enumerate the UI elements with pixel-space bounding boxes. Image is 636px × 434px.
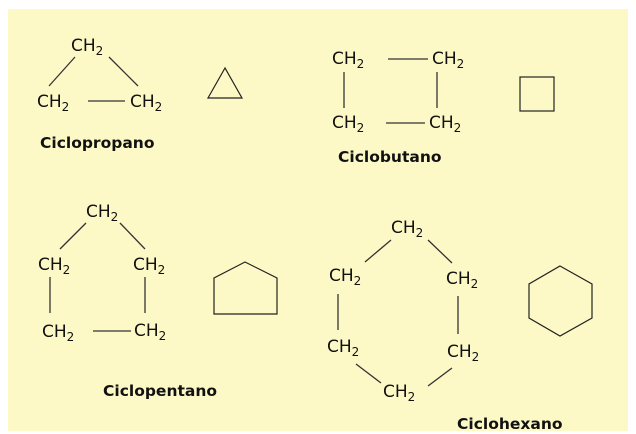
group-propano-right: CH2 <box>130 92 162 114</box>
group-butano-bottom-right: CH2 <box>429 113 461 135</box>
group-hexano-lower-right: CH2 <box>447 342 479 364</box>
group-hexano-top: CH2 <box>391 218 423 240</box>
group-hexano-upper-left: CH2 <box>329 266 361 288</box>
bond-hexano-2 <box>427 239 453 264</box>
group-hexano-bottom: CH2 <box>383 382 415 404</box>
bond-hexano-1 <box>364 239 392 263</box>
group-propano-top: CH2 <box>71 36 103 58</box>
molecule-name-ciclobutano: Ciclobutano <box>338 148 442 166</box>
group-pentano-mid-right: CH2 <box>133 255 165 277</box>
molecule-ciclopropano: CH2 CH2 CH2 Ciclopropano <box>37 36 244 152</box>
group-pentano-bottom-left: CH2 <box>42 322 74 344</box>
square-skeletal-shape <box>519 76 555 112</box>
triangle-skeletal-shape <box>206 66 244 99</box>
molecule-name-ciclopentano: Ciclopentano <box>103 382 217 400</box>
diagram-panel <box>8 9 628 431</box>
group-butano-top-right: CH2 <box>432 49 464 71</box>
group-hexano-upper-right: CH2 <box>446 269 478 291</box>
bond-pentano-2 <box>119 222 146 250</box>
bond-hexano-5 <box>355 363 382 384</box>
bond-propano-2 <box>108 56 139 87</box>
molecule-ciclobutano: CH2 CH2 CH2 CH2 Ciclobutano <box>332 49 555 166</box>
pentagon-skeletal-shape <box>213 261 278 315</box>
molecule-name-ciclopropano: Ciclopropano <box>40 134 154 152</box>
bond-pentano-1 <box>59 222 87 250</box>
molecule-name-ciclohexano: Ciclohexano <box>457 415 563 433</box>
group-pentano-bottom-right: CH2 <box>134 321 166 343</box>
group-propano-left: CH2 <box>37 92 69 114</box>
group-butano-bottom-left: CH2 <box>332 113 364 135</box>
group-pentano-mid-left: CH2 <box>38 255 70 277</box>
molecule-ciclopentano: CH2 CH2 CH2 CH2 CH2 Ciclopentano <box>38 202 278 400</box>
bond-propano-1 <box>48 56 76 87</box>
group-hexano-lower-left: CH2 <box>327 337 359 359</box>
hexagon-skeletal-shape <box>528 265 593 337</box>
group-butano-top-left: CH2 <box>332 49 364 71</box>
bond-hexano-6 <box>427 367 453 387</box>
group-pentano-top: CH2 <box>86 202 118 224</box>
molecule-ciclohexano: CH2 CH2 CH2 CH2 CH2 CH2 Ciclohexano <box>327 218 593 433</box>
